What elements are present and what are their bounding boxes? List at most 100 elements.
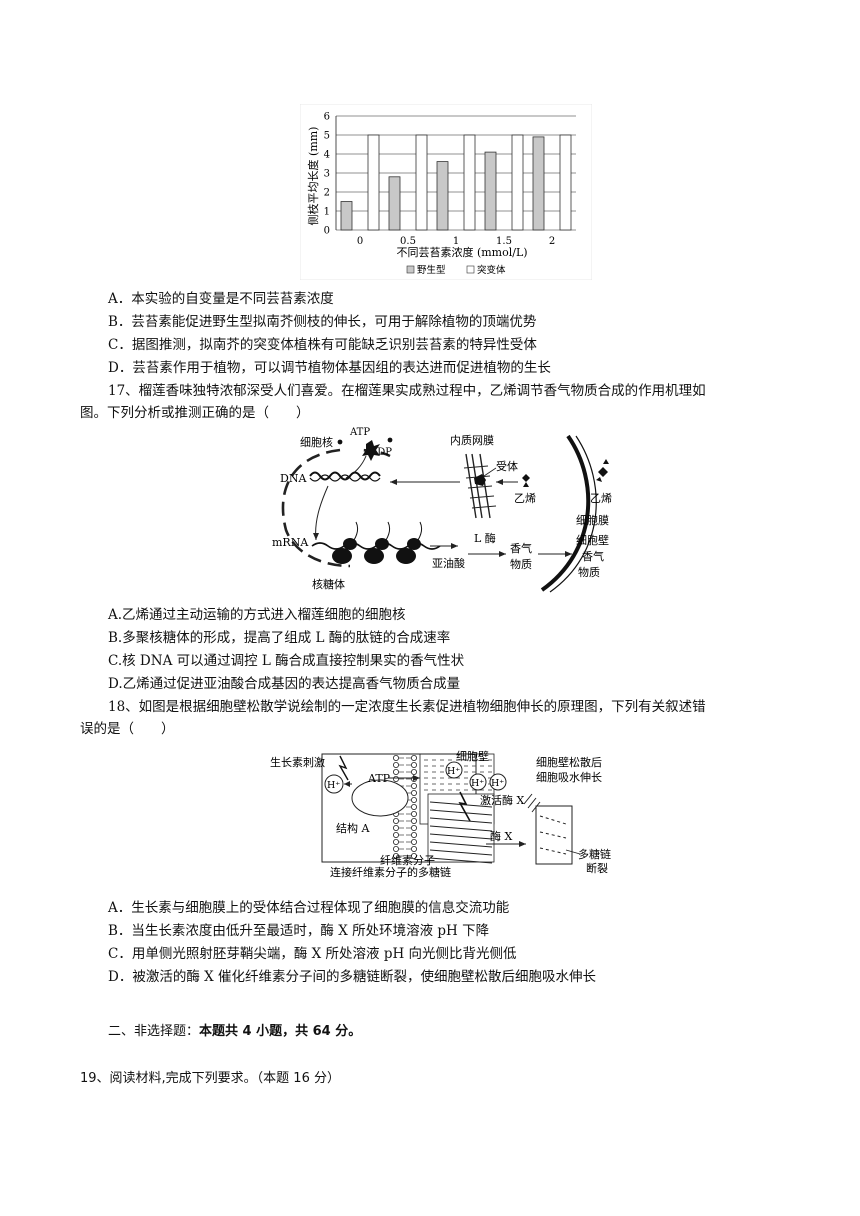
- label-h3: H⁺: [471, 778, 484, 789]
- section-2-bold: 本题共 4 小题，共 64 分。: [199, 1024, 362, 1039]
- label-adp: ADP: [369, 447, 392, 458]
- label-aroma-in-2: 物质: [510, 557, 532, 571]
- h-ion-2: [445, 761, 463, 779]
- label-polysaccharide-link: 连接纤维素分子的多糖链: [330, 865, 451, 878]
- bar-mutant-3: [511, 134, 524, 231]
- expand-arrows: [523, 793, 541, 813]
- legend-label-wild: 野生型: [417, 264, 446, 276]
- bar-wild-type-0: [340, 201, 353, 231]
- q17-option-a: A.乙烯通过主动运输的方式进入榴莲细胞的细胞核: [108, 607, 406, 623]
- label-aroma-out-2: 物质: [578, 565, 600, 579]
- label-nucleus: 细胞核: [300, 435, 333, 449]
- cell-wall: [549, 435, 597, 593]
- q17-option-c: C.核 DNA 可以通过调控 L 酶合成直接控制果实的香气性状: [108, 653, 465, 669]
- cell-membrane: [540, 434, 591, 592]
- label-linoleic: 亚油酸: [432, 556, 465, 570]
- receptor-shape: [474, 474, 486, 486]
- label-membrane: 细胞膜: [576, 514, 609, 527]
- x-tick-label: 1: [453, 236, 459, 247]
- label-ethylene-outside: 乙烯: [590, 492, 612, 505]
- q16-option-d: D．芸苔素作用于植物，可以调节植物体基因组的表达进而促进植物的生长: [108, 360, 551, 376]
- label-mrna: mRNA: [272, 536, 309, 549]
- label-h1: H⁺: [327, 780, 340, 791]
- label-loose-1: 细胞壁松散后: [536, 755, 602, 769]
- legend-swatch-wild: [406, 265, 415, 274]
- ribosomes: [332, 521, 423, 564]
- section-2-prefix: 二、非选择题：: [108, 1024, 200, 1039]
- label-enzyme-x: 酶 X: [490, 830, 512, 843]
- label-atp: ATP: [349, 427, 370, 438]
- label-structure-a: 结构 A: [336, 821, 370, 835]
- y-tick-label: 1: [324, 207, 330, 218]
- label-break-1: 多糖链: [578, 847, 611, 861]
- chart-legend: 野生型 突变体: [406, 264, 506, 276]
- h-ion-1: [324, 774, 344, 794]
- bar-wild-type-4: [532, 136, 545, 231]
- label-atp18: ATP: [367, 772, 391, 785]
- q18-stem-line1: 18、如图是根据细胞壁松散学说绘制的一定浓度生长素促进植物细胞伸长的原理图，下列…: [108, 699, 706, 715]
- y-tick-label: 3: [324, 169, 330, 180]
- y-tick-label: 5: [324, 131, 330, 142]
- cell-wall-loosening-diagram: ATP 生长素刺激 H⁺ 结构 A 细胞壁 H⁺ H⁺ H⁺ 激活酶 X 酶 X…: [270, 749, 611, 878]
- section-2-heading: 二、非选择题：本题共 4 小题，共 64 分。: [108, 1020, 361, 1039]
- ethylene-inside-shape: [522, 474, 530, 487]
- er-membrane: [463, 453, 497, 519]
- chart-xlabel: 不同芸苔素浓度 (mmol/L): [396, 245, 527, 259]
- cell-membrane-bilayer: [393, 754, 417, 860]
- bar-mutant-4: [559, 134, 572, 231]
- structure-a: [351, 779, 409, 817]
- q16-option-b: B．芸苔素能促进野生型拟南芥侧枝的伸长，可用于解除植物的顶端优势: [108, 314, 537, 330]
- bar-wild-type-1: [388, 176, 401, 231]
- q18-option-b: B．当生长素浓度由低升至最适时，酶 X 所处环境溶液 pH 下降: [108, 923, 490, 939]
- label-loose-2: 细胞吸水伸长: [536, 771, 602, 784]
- q16-option-c: C．据图推测，拟南芥的突变体植株有可能缺乏识别芸苔素的特异性受体: [108, 337, 537, 353]
- label-cell-wall: 细胞壁: [456, 749, 489, 763]
- y-tick-label: 0: [324, 226, 330, 237]
- x-tick-label: 2: [549, 236, 555, 247]
- label-h4: H⁺: [491, 778, 504, 789]
- activate-lightning: [458, 791, 471, 822]
- atp-shape: [362, 440, 380, 461]
- legend-label-mutant: 突变体: [477, 264, 506, 276]
- label-break-2: 断裂: [586, 861, 608, 875]
- label-aroma-out-1: 香气: [582, 549, 604, 563]
- bar-mutant-2: [463, 134, 476, 231]
- ethylene-outside-shape: [596, 459, 609, 482]
- label-receptor: 受体: [496, 459, 518, 473]
- q18-option-d: D．被激活的酶 X 催化纤维素分子间的多糖链断裂，使细胞壁松散后细胞吸水伸长: [108, 969, 597, 985]
- label-ethylene-inside: 乙烯: [514, 492, 536, 505]
- label-ribosome: 核糖体: [312, 577, 345, 591]
- auxin-lightning: [338, 755, 349, 781]
- label-auxin: 生长素刺激: [270, 755, 325, 769]
- bar-mutant-1: [415, 134, 428, 231]
- bar-wild-type-3: [484, 151, 497, 231]
- atp-dot-right: [387, 437, 393, 443]
- label-aroma-in-1: 香气: [510, 541, 532, 555]
- bar-mutant-0: [367, 134, 380, 231]
- q17-option-d: D.乙烯通过促进亚油酸合成基因的表达提高香气物质合成量: [108, 676, 461, 692]
- label-activate-x: 激活酶 X: [480, 793, 524, 807]
- q17-option-b: B.多聚核糖体的形成，提高了组成 L 酶的肽链的合成速率: [108, 630, 451, 646]
- y-tick-label: 2: [324, 188, 330, 199]
- atp-dot: [337, 439, 343, 445]
- chart-ylabel: 侧枝平均长度 (mm): [306, 127, 320, 226]
- h-ion-3: [469, 773, 487, 791]
- q19-stem: 19、阅读材料,完成下列要求。（本题 16 分）: [80, 1071, 340, 1086]
- q17-stem-line1: 17、榴莲香味独特浓郁深受人们喜爱。在榴莲果实成熟过程中，乙烯调节香气物质合成的…: [108, 383, 706, 399]
- q17-stem-line2: 图。下列分析或推测正确的是（ ）: [80, 405, 310, 421]
- label-h2: H⁺: [447, 766, 460, 777]
- q16-option-a: A．本实验的自变量是不同芸苔素浓度: [108, 291, 334, 307]
- dna-helix: [309, 471, 381, 481]
- nucleus-envelope: [281, 448, 351, 568]
- ethylene-mechanism-diagram: 细胞核 ATP ADP DNA 内质网膜 受体 乙烯 乙烯 细胞膜 细胞壁 mR…: [272, 427, 612, 593]
- q18-option-a: A．生长素与细胞膜上的受体结合过程体现了细胞膜的信息交流功能: [108, 900, 510, 916]
- x-tick-label: 1.5: [496, 236, 512, 247]
- label-cellulose: 纤维素分子: [380, 854, 435, 867]
- h-ion-4: [489, 773, 507, 791]
- legend-swatch-mutant: [466, 265, 475, 274]
- label-dna: DNA: [280, 472, 307, 485]
- q18-option-c: C．用单侧光照射胚芽鞘尖端，酶 X 所处溶液 pH 向光侧比背光侧低: [108, 946, 517, 962]
- y-tick-label: 6: [324, 112, 330, 123]
- label-er: 内质网膜: [450, 433, 494, 447]
